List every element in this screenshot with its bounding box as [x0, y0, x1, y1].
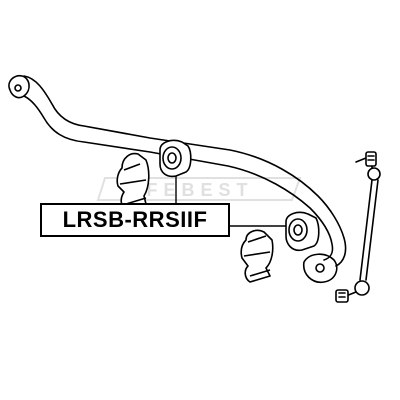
bushing-clamp-left — [116, 152, 150, 211]
watermark: FEBEST — [96, 177, 302, 201]
leader-lines — [175, 176, 286, 227]
bushing-clamp-right — [240, 229, 274, 283]
part-number-label: LRSB-RRSIIF — [40, 203, 230, 237]
bushing-left — [159, 139, 192, 178]
watermark-text: FEBEST — [146, 180, 253, 200]
stabilizer-bar — [8, 74, 347, 284]
bushing-right — [285, 211, 320, 252]
stabilizer-link — [335, 151, 381, 303]
